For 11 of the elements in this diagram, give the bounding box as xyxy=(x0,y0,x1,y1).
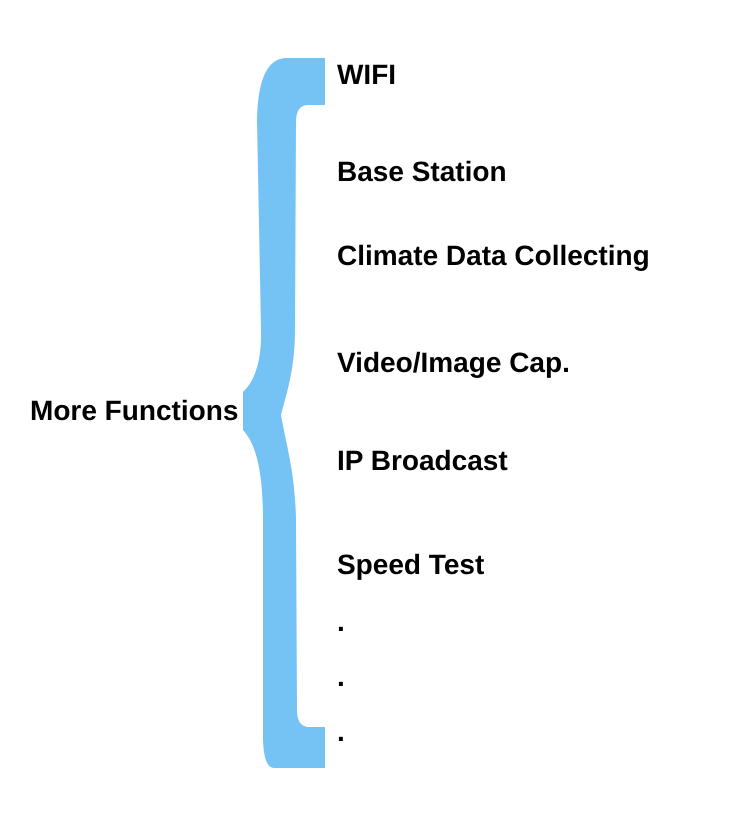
function-label: Speed Test xyxy=(337,550,484,580)
ellipsis-dot: . xyxy=(337,717,345,747)
function-label: Base Station xyxy=(337,157,507,187)
function-label: Video/Image Cap. xyxy=(337,348,570,378)
function-label: WIFI xyxy=(337,60,396,90)
group-heading: More Functions xyxy=(30,396,238,426)
ellipsis-dot: . xyxy=(337,607,345,637)
function-label: IP Broadcast xyxy=(337,446,508,476)
function-label: Climate Data Collecting xyxy=(337,241,650,271)
ellipsis-dot: . xyxy=(337,662,345,692)
curly-bracket xyxy=(243,58,325,768)
